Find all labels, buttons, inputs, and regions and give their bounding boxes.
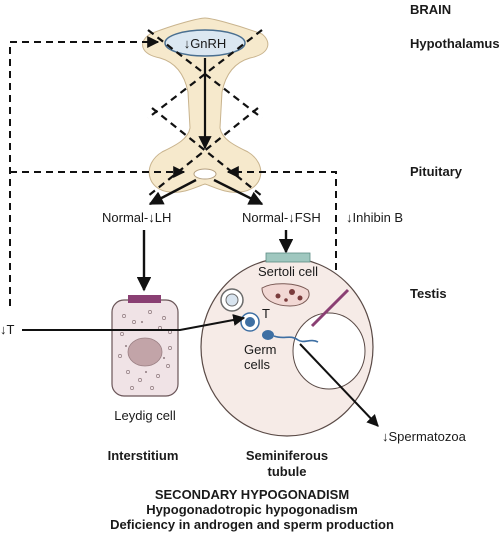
- seminiferous-label-line1: Seminiferous: [246, 448, 328, 463]
- gnrh-oval: [164, 29, 246, 57]
- seminiferous-label-line2: tubule: [268, 464, 307, 479]
- caption-line3: Deficiency in androgen and sperm product…: [110, 517, 394, 532]
- seminiferous-tubule: [200, 252, 374, 437]
- testosterone-label: ↓T: [0, 322, 15, 337]
- brain-label: BRAIN: [410, 2, 451, 17]
- spermatozoa-arrow: [299, 343, 379, 427]
- leydig-label: Leydig cell: [114, 408, 176, 423]
- testis-label: Testis: [410, 286, 447, 301]
- testosterone-feedback-loop: [9, 36, 160, 306]
- sertoli-label: Sertoli cell: [258, 264, 318, 279]
- pituitary-cleft: [193, 168, 217, 180]
- caption-title: SECONDARY HYPOGONADISM: [155, 487, 349, 502]
- testosterone-to-germ-arrow: [152, 314, 246, 331]
- pituitary-label: Pituitary: [410, 164, 463, 179]
- inhibin-label: ↓Inhibin B: [346, 210, 403, 225]
- sertoli-receptor: [265, 252, 311, 263]
- lh-arrow: [148, 178, 197, 206]
- sperm-head: [262, 330, 274, 340]
- lh-label: Normal-↓LH: [102, 210, 171, 225]
- tubule-lumen: [292, 312, 366, 390]
- leydig-cell: [111, 295, 179, 397]
- spermatogonium-inner: [225, 293, 239, 307]
- sertoli-cell-body: [261, 283, 310, 307]
- germ-cells-label-line2: cells: [244, 357, 271, 372]
- gnrh-label: ↓GnRH: [184, 36, 227, 51]
- fsh-arrow: [213, 178, 264, 206]
- hypothalamus-label: Hypothalamus: [410, 36, 500, 51]
- caption-line2: Hypogonadotropic hypogonadism: [146, 502, 358, 517]
- spermatozoa-label: ↓Spermatozoa: [382, 429, 467, 444]
- sertoli-boundary: [310, 288, 350, 328]
- germ-cell-receptor-inner: [245, 317, 255, 327]
- fsh-label: Normal-↓FSH: [242, 210, 321, 225]
- interstitium-label: Interstitium: [108, 448, 179, 463]
- t-small-label: T: [262, 306, 270, 321]
- leydig-receptor: [128, 295, 161, 303]
- sperm-tail: [273, 335, 319, 343]
- germ-cells-label-line1: Germ: [244, 342, 277, 357]
- leydig-nucleus: [127, 337, 163, 367]
- inhibin-feedback-loop: [226, 166, 337, 270]
